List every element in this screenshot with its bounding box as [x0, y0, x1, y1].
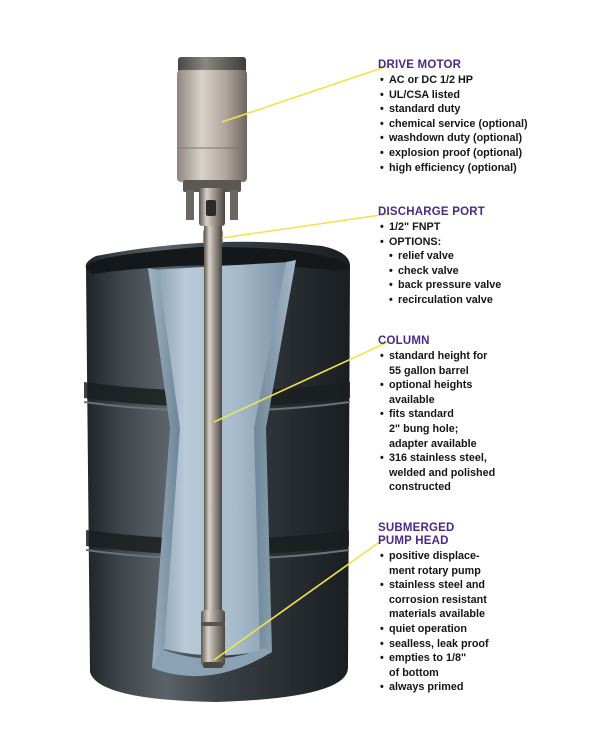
callout-list: 1/2" FNPT OPTIONS: relief valve check va… [378, 220, 501, 308]
motor-bracket-left [186, 190, 194, 220]
list-item: washdown duty (optional) [378, 131, 528, 146]
list-item: standard height for [378, 349, 495, 364]
list-item: AC or DC 1/2 HP [378, 73, 528, 88]
list-item: ment rotary pump [389, 564, 481, 577]
list-item: 1/2" FNPT [378, 220, 501, 235]
drum-cut-wall-right [254, 260, 296, 652]
list-item: positive displace- [378, 549, 489, 564]
list-item: quiet operation [378, 622, 489, 637]
list-item: explosion proof (optional) [378, 146, 528, 161]
list-item: UL/CSA listed [378, 88, 528, 103]
list-item: OPTIONS: [378, 235, 501, 250]
motor-bracket-right [230, 190, 238, 220]
leader-drive-motor [221, 65, 389, 123]
leader-column [213, 341, 389, 423]
motor-top-cap [178, 57, 246, 73]
coupling-slot [206, 200, 216, 216]
list-item: relief valve [378, 249, 501, 264]
pump-head [201, 610, 225, 666]
list-item: recirculation valve [378, 293, 501, 308]
list-item: always primed [378, 680, 489, 695]
callout-heading: DRIVE MOTOR [378, 59, 462, 71]
callout-list: standard height for 55 gallon barrel opt… [378, 349, 495, 495]
list-item: 316 stainless steel, [378, 451, 495, 466]
list-item: standard duty [378, 102, 528, 117]
drum-cut-wall-left [148, 268, 180, 668]
pump-column [204, 226, 222, 626]
list-item: corrosion resistant [389, 593, 487, 606]
list-item: chemical service (optional) [378, 117, 528, 132]
list-item: of bottom [389, 666, 439, 679]
motor-body [177, 70, 247, 182]
list-item: available [389, 393, 435, 406]
callout-drive-motor: DRIVE MOTOR AC or DC 1/2 HP UL/CSA liste… [378, 59, 528, 175]
list-item: high efficiency (optional) [378, 161, 528, 176]
pump-head-tip [203, 662, 223, 668]
list-item: sealless, leak proof [378, 637, 489, 652]
list-item: empties to 1/8" [378, 651, 489, 666]
callout-heading: DISCHARGE PORT [378, 206, 485, 218]
callout-list: AC or DC 1/2 HP UL/CSA listed standard d… [378, 73, 528, 175]
list-item: 2" bung hole; [389, 422, 459, 435]
callout-heading: SUBMERGED PUMP HEAD [378, 522, 455, 547]
list-item: check valve [378, 264, 501, 279]
pump-head-band [201, 622, 225, 626]
list-item: 55 gallon barrel [389, 364, 469, 377]
callout-column: COLUMN standard height for 55 gallon bar… [378, 335, 495, 495]
list-item: optional heights [378, 378, 495, 393]
motor-base [183, 180, 241, 192]
callout-list: positive displace- ment rotary pump stai… [378, 549, 489, 695]
leader-discharge-port [221, 213, 389, 239]
callout-pump-head: SUBMERGED PUMP HEAD positive displace- m… [378, 522, 489, 695]
list-item: fits standard [378, 407, 495, 422]
leader-pump-head [213, 535, 389, 661]
list-item: materials available [389, 608, 486, 621]
list-item: stainless steel and [378, 578, 489, 593]
list-item: adapter available [389, 437, 477, 450]
list-item: back pressure valve [378, 278, 501, 293]
callout-heading: COLUMN [378, 335, 430, 347]
list-item: welded and polished [389, 466, 496, 479]
list-item: constructed [389, 481, 451, 494]
callout-discharge-port: DISCHARGE PORT 1/2" FNPT OPTIONS: relief… [378, 206, 501, 308]
